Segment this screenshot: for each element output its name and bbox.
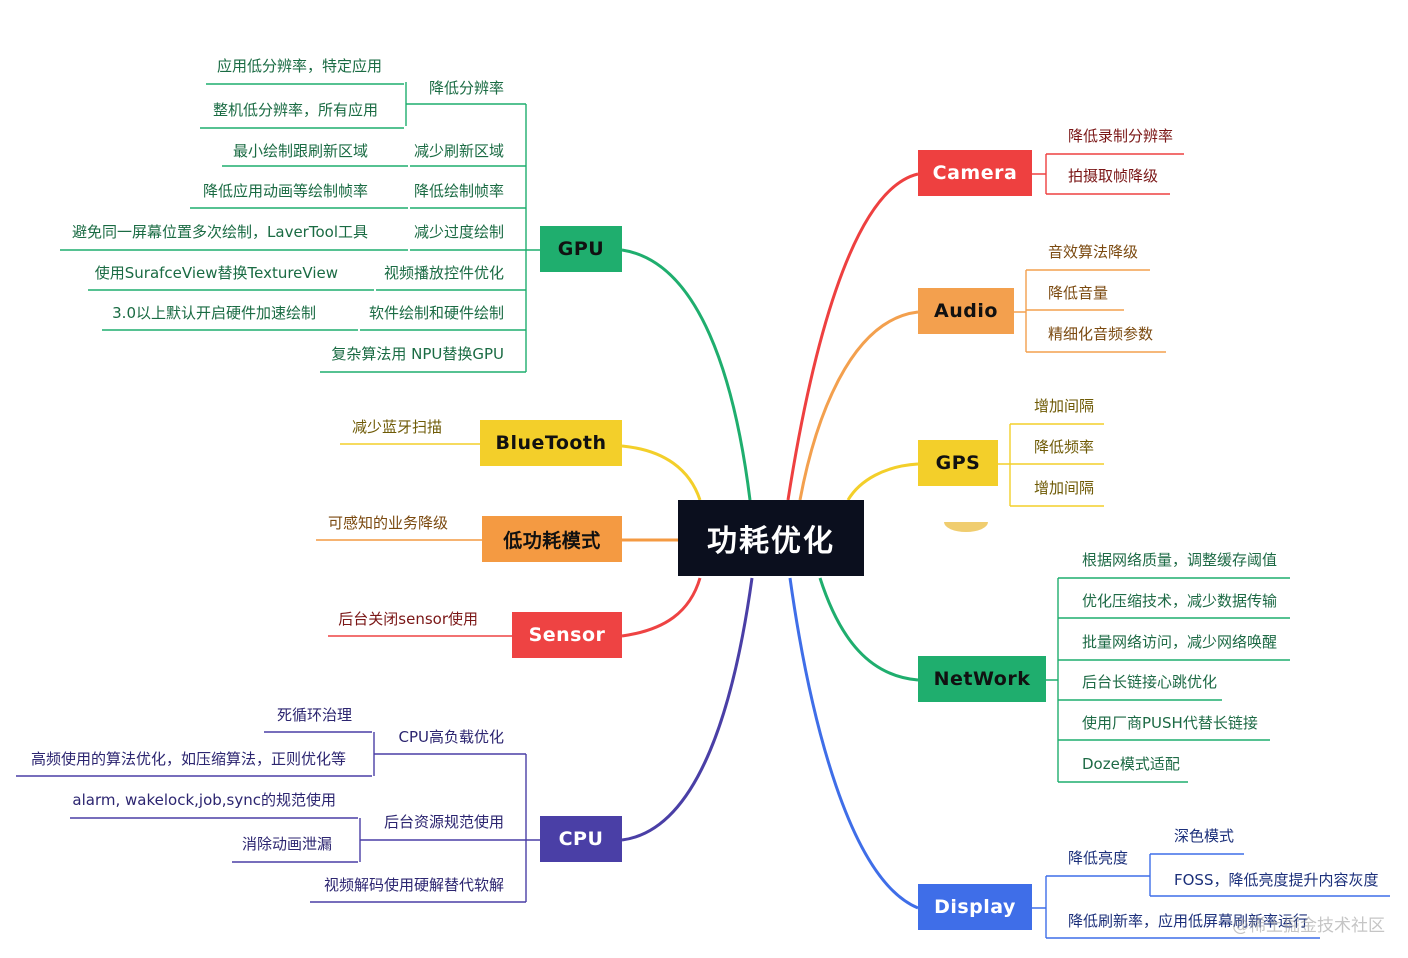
node-bluetooth-label: BlueTooth [495,432,607,454]
node-gps[interactable]: GPS [918,440,998,486]
display-item-label[interactable]: 降低刷新率，应用低屏幕刷新率运行 [1068,912,1309,930]
branch-line-gpu [621,248,752,501]
center-title: 功耗优化 [707,524,835,559]
node-camera[interactable]: Camera [918,150,1032,196]
audio-item-label[interactable]: 音效算法降级 [1048,243,1139,261]
network-item-label[interactable]: 使用厂商PUSH代替长链接 [1082,714,1258,732]
gpu-leaf-label[interactable]: 整机低分辨率，所有应用 [212,101,378,119]
audio-item-label[interactable]: 降低音量 [1048,284,1109,302]
camera-subtree-lines [1032,153,1184,195]
cpu-leaf-label[interactable]: 高频使用的算法优化，如压缩算法，正则优化等 [30,750,346,768]
branch-line-display [788,577,919,910]
node-audio-label: Audio [934,300,998,322]
center-node[interactable]: 功耗优化 [678,500,864,576]
network-subtree-lines [1046,577,1290,783]
display-subtree-lines [1032,853,1390,939]
cpu-item-label[interactable]: CPU高负载优化 [398,728,505,746]
gpu-item-label[interactable]: 减少过度绘制 [413,223,504,241]
gps-item-label[interactable]: 降低频率 [1034,438,1095,456]
gpu-item-label[interactable]: 软件绘制和硬件绘制 [368,304,504,322]
sensor-item-label[interactable]: 后台关闭sensor使用 [338,610,478,628]
audio-subtree-lines [1014,269,1166,353]
branch-line-bluetooth [621,444,702,501]
cpu-leaf-label[interactable]: alarm, wakelock,job,sync的规范使用 [72,791,336,809]
lowpower-item-label[interactable]: 可感知的业务降级 [327,514,448,532]
node-network-label: NetWork [933,668,1031,690]
cpu-leaf-label[interactable]: 消除动画泄漏 [241,835,332,853]
gps-item-label[interactable]: 增加间隔 [1034,397,1095,415]
network-item-label[interactable]: 批量网络访问，减少网络唤醒 [1082,633,1278,651]
bluetooth-item-label[interactable]: 减少蓝牙扫描 [351,418,442,436]
cpu-leaf-label[interactable]: 死循环治理 [276,706,352,724]
gpu-item-label[interactable]: 视频播放控件优化 [383,264,504,282]
node-cpu[interactable]: CPU [540,816,622,862]
gpu-leaf-label[interactable]: 降低应用动画等绘制帧率 [202,182,368,200]
gps-half-circle [944,522,988,532]
display-leaf-label[interactable]: 深色模式 [1174,827,1235,845]
branch-line-network [818,577,919,682]
node-network[interactable]: NetWork [918,656,1046,702]
cpu-subtree-lines [16,731,540,903]
display-leaf-label[interactable]: FOSS，降低亮度提升内容灰度 [1174,871,1379,889]
camera-item-label[interactable]: 拍摄取帧降级 [1068,167,1159,185]
gpu-leaf-label[interactable]: 最小绘制跟刷新区域 [232,142,368,160]
branch-line-camera [786,172,919,501]
node-cpu-label: CPU [558,828,604,850]
cpu-item-label[interactable]: 后台资源规范使用 [383,813,504,831]
gpu-item-label[interactable]: 降低分辨率 [428,79,504,97]
node-audio[interactable]: Audio [918,288,1014,334]
gpu-subtree-lines [60,82,540,373]
network-item-label[interactable]: 优化压缩技术，减少数据传输 [1082,592,1278,610]
node-gps-label: GPS [935,452,981,474]
display-item-label[interactable]: 降低亮度 [1068,849,1129,867]
gpu-leaf-label[interactable]: 应用低分辨率，特定应用 [216,57,382,75]
node-sensor-label: Sensor [528,624,606,646]
node-sensor[interactable]: Sensor [512,612,622,658]
branch-line-cpu [621,577,754,842]
network-item-label[interactable]: 后台长链接心跳优化 [1082,673,1218,691]
node-lowpower-label: 低功耗模式 [503,529,601,552]
gpu-leaf-label[interactable]: 3.0以上默认开启硬件加速绘制 [112,304,316,322]
gpu-item-label[interactable]: 复杂算法用 NPU替换GPU [331,345,504,363]
node-display-label: Display [934,896,1016,918]
gpu-item-label[interactable]: 降低绘制帧率 [413,182,504,200]
node-gpu[interactable]: GPU [540,226,622,272]
node-display[interactable]: Display [918,884,1032,930]
gps-item-label[interactable]: 增加间隔 [1034,479,1095,497]
branch-line-audio [798,310,919,501]
network-item-label[interactable]: Doze模式适配 [1082,755,1180,773]
gpu-leaf-label[interactable]: 使用SurafceView替换TextureView [94,264,338,282]
gpu-leaf-label[interactable]: 避免同一屏幕位置多次绘制，LaverTool工具 [72,223,368,241]
node-lowpower[interactable]: 低功耗模式 [482,516,622,562]
audio-item-label[interactable]: 精细化音频参数 [1048,325,1154,343]
gpu-item-label[interactable]: 减少刷新区域 [413,142,504,160]
node-camera-label: Camera [932,162,1018,184]
network-item-label[interactable]: 根据网络质量，调整缓存阈值 [1082,551,1278,569]
watermark: @稀土掘金技术社区 [1232,916,1385,936]
cpu-item-label[interactable]: 视频解码使用硬解替代软解 [323,876,504,894]
branch-line-sensor [621,577,702,638]
node-gpu-label: GPU [557,238,605,260]
node-bluetooth[interactable]: BlueTooth [480,420,622,466]
branch-line-gps [846,462,919,501]
gps-subtree-lines [998,423,1104,507]
camera-item-label[interactable]: 降低录制分辨率 [1068,127,1174,145]
